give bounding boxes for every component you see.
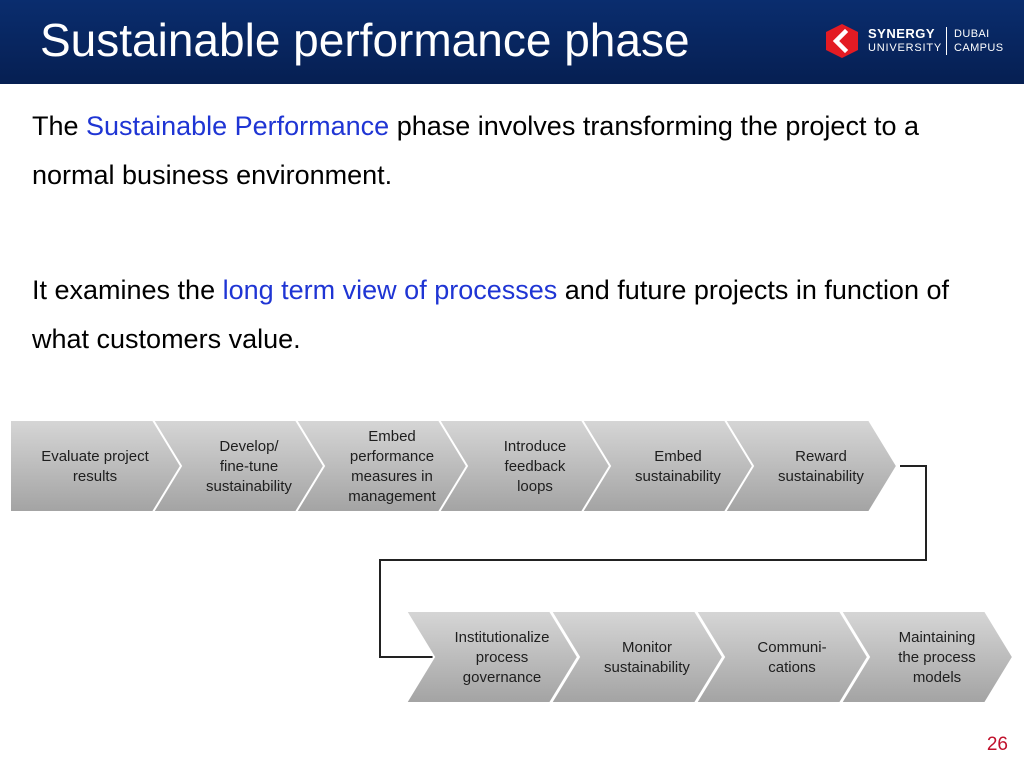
- process-step-row2-1: Institutionalize process governance: [404, 610, 580, 704]
- synergy-university-logo: SYNERGY UNIVERSITY DUBAI CAMPUS: [826, 22, 1016, 62]
- process-step-label: Maintaining: [899, 629, 976, 646]
- process-step-label: sustainability: [604, 659, 690, 676]
- process-step-label: management: [348, 488, 436, 505]
- process-step-label: Communi-: [757, 639, 826, 656]
- process-step-label: governance: [463, 669, 541, 686]
- logo-brand-line2: UNIVERSITY: [868, 42, 943, 54]
- process-step-row1-4: Introduce feedback loops: [437, 419, 613, 513]
- intro-paragraph: The Sustainable Performance phase involv…: [32, 102, 1007, 200]
- process-step-row1-1: Evaluate project results: [9, 419, 184, 513]
- process-step-label: sustainability: [206, 478, 292, 495]
- process-step-label: Evaluate project: [41, 448, 149, 465]
- process-step-label: measures in: [351, 468, 433, 485]
- process-step-label: results: [73, 468, 117, 485]
- process-step-row2-4: Maintaining the process models: [839, 610, 1015, 704]
- process-step-label: Institutionalize: [454, 629, 549, 646]
- intro-highlight: Sustainable Performance: [86, 111, 390, 141]
- process-step-row1-5: Embed sustainability: [580, 419, 756, 513]
- process-step-label: sustainability: [635, 468, 721, 485]
- process-step-label: the process: [898, 649, 976, 666]
- process-step-label: Embed: [368, 428, 416, 445]
- processes-text-after: and future projects in function of what …: [32, 275, 949, 354]
- processes-paragraph: It examines the long term view of proces…: [32, 266, 1007, 364]
- process-step-label: Develop/: [219, 438, 279, 455]
- process-step-label: Embed: [654, 448, 702, 465]
- process-step-label: sustainability: [778, 468, 864, 485]
- chevron-shape: [839, 610, 1015, 704]
- process-step-row1-6: Reward sustainability: [723, 419, 899, 513]
- chevron-shape: [9, 419, 184, 513]
- process-step-row1-2: Develop/fine-tune sustainability: [151, 419, 327, 513]
- logo-brand-line1: SYNERGY: [868, 26, 936, 41]
- logo-divider: [946, 27, 947, 55]
- process-step-row2-2: Monitor sustainability: [549, 610, 725, 704]
- flow-connector-arrow: [379, 465, 927, 664]
- page-number: 26: [986, 734, 1008, 755]
- process-step-label: loops: [517, 478, 553, 495]
- logo-campus-line1: DUBAI: [954, 28, 990, 40]
- logo-brand-text: SYNERGY UNIVERSITY: [868, 27, 942, 55]
- process-step-label: Monitor: [622, 639, 672, 656]
- intro-text-before: The: [32, 111, 87, 141]
- process-step-label: Reward: [795, 448, 847, 465]
- process-step-label: fine-tune: [220, 458, 278, 475]
- processes-highlight: long term view of processes: [222, 275, 558, 305]
- intro-text-after: phase involves transforming the project …: [32, 111, 919, 190]
- process-step-label: performance: [350, 448, 434, 465]
- process-step-label: process: [476, 649, 529, 666]
- process-step-label: Introduce: [504, 438, 567, 455]
- slide-title: Sustainable performance phase: [40, 14, 690, 66]
- synergy-logo-mark-icon: [826, 24, 858, 58]
- title-bar: Sustainable performance phase SYNERGY UN…: [0, 0, 1024, 84]
- logo-campus-text: DUBAI CAMPUS: [954, 27, 1003, 55]
- process-step-label: models: [913, 669, 961, 686]
- processes-text-before: It examines the: [32, 275, 223, 305]
- chevron-shape: [723, 419, 899, 513]
- process-flow-diagram: Evaluate project results Develop/fine-tune…: [9, 419, 1015, 704]
- process-step-label: cations: [768, 659, 816, 676]
- logo-campus-line2: CAMPUS: [954, 42, 1004, 54]
- process-step-label: feedback: [505, 458, 566, 475]
